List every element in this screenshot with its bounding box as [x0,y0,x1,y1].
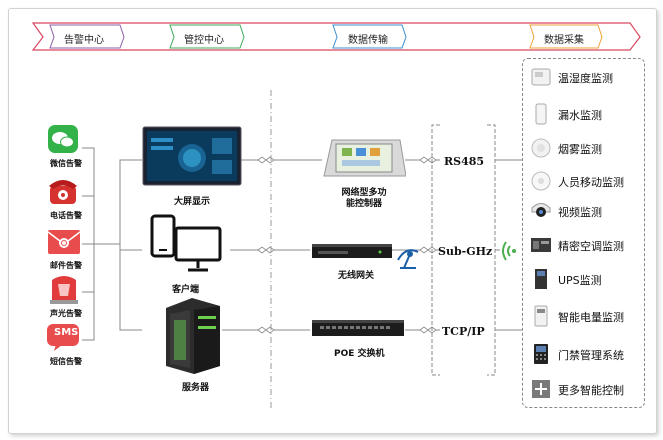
sensor-temp-humidity: 温湿度监测 [530,66,646,88]
wireless-signal-icon [502,241,516,261]
sms-icon [47,324,79,351]
network-controller-icon [323,139,406,177]
access-control-icon [534,344,548,364]
sensor-smoke: 烟雾监测 [530,137,646,159]
tab-control-center: 管控中心 [184,35,224,46]
tab-alarm-center: 告警中心 [64,35,104,46]
device-label-wireless-gateway: 无线网关 [338,271,375,281]
sensor-video: 视频监测 [530,200,646,222]
server-icon [166,298,220,374]
device-label-client: 客户端 [172,285,200,295]
ups-icon [535,269,547,289]
device-label-server: 服务器 [182,383,210,393]
thermometer-icon [531,68,551,86]
sensor-motion: 人员移动监测 [530,170,646,192]
sensor-more-control: 更多智能控制 [530,378,646,400]
antenna-icon [397,249,419,269]
device-label-network-controller: 网络型多功 能控制器 [341,188,387,209]
protocol-rs485: RS485 [444,155,485,168]
alarm-label-siren: 声光告警 [50,309,82,318]
email-icon [47,230,81,254]
camera-icon [531,203,551,217]
sensor-ups: UPS监测 [530,268,646,290]
device-label-big-screen: 大屏显示 [174,197,211,207]
tab-data-transmission: 数据传输 [348,35,388,46]
protocol-tcpip: TCP/IP [442,325,485,338]
tab-data-collection: 数据采集 [544,35,584,46]
air-conditioner-icon [531,238,551,252]
sensor-access-control: 门禁管理系统 [530,343,646,365]
motion-sensor-icon [531,171,551,191]
sensor-power-meter: 智能电量监测 [530,305,646,327]
big-screen-icon [142,126,242,186]
alarm-label-email: 邮件告警 [50,261,82,270]
telephone-icon [49,180,77,204]
sensor-precision-ac: 精密空调监测 [530,234,646,256]
water-leak-icon [535,103,547,125]
sms-icon-text: SMS [54,327,79,338]
smoke-detector-icon [531,138,551,158]
poe-switch-icon [312,320,404,336]
power-meter-icon [534,305,548,327]
alarm-label-wechat: 微信告警 [50,159,82,168]
wireless-gateway-icon [312,244,392,258]
alarm-label-phone: 电话告警 [50,211,82,220]
protocol-subghz: Sub-GHz [438,245,493,258]
client-icon [150,214,222,272]
plus-icon [532,380,550,398]
wechat-icon [48,125,78,153]
sensor-water-leak: 漏水监测 [530,103,646,125]
device-label-poe-switch: POE 交换机 [334,349,385,359]
siren-icon [50,276,78,304]
alarm-label-sms: 短信告警 [50,357,82,366]
